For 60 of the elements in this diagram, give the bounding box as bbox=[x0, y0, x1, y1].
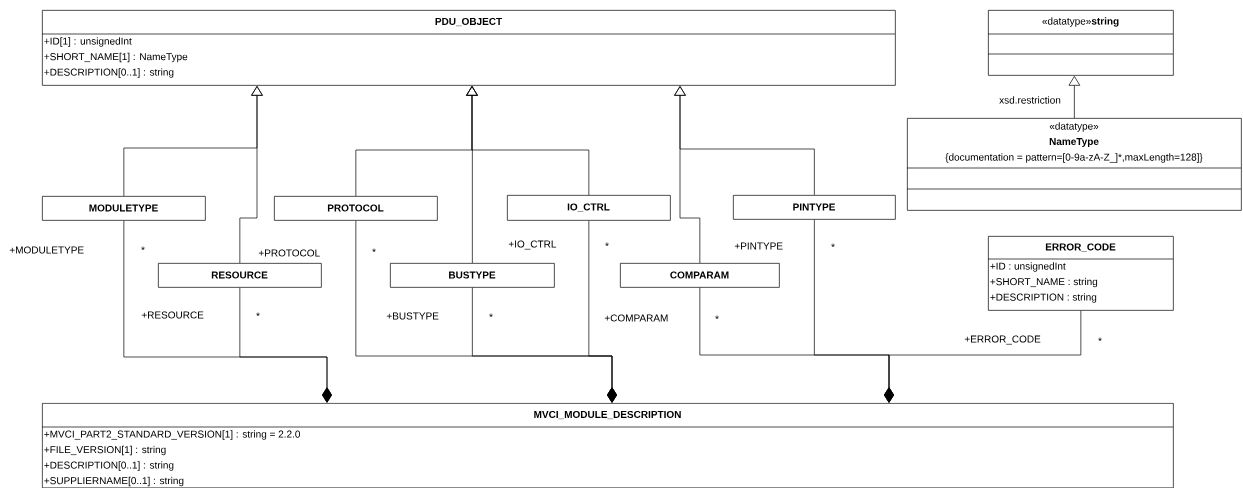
generalization-arrow bbox=[674, 86, 815, 196]
attribute-text: +SHORT_NAME[1] : NameType bbox=[44, 52, 188, 63]
multiplicity: * bbox=[831, 243, 835, 248]
class-name: COMPARAM bbox=[670, 271, 729, 279]
class-name: NameType bbox=[1049, 138, 1099, 147]
role-name: +BUSTYPE bbox=[385, 311, 440, 321]
role-name: +PROTOCOL bbox=[257, 248, 322, 258]
multiplicity: * bbox=[372, 248, 376, 253]
generalization-arrow bbox=[466, 86, 590, 196]
class-box bbox=[41, 403, 1174, 488]
attribute-text: +DESCRIPTION[0..1] : string bbox=[44, 461, 174, 471]
class-name: PDU_OBJECT bbox=[435, 17, 502, 27]
class-box bbox=[987, 236, 1174, 311]
attribute-text: +MVCI_PART2_STANDARD_VERSION[1] : string = 2.2.0 bbox=[44, 430, 301, 440]
class-box bbox=[620, 263, 780, 288]
attribute-text: +ID : unsignedInt bbox=[990, 262, 1066, 272]
class-name: «datatype»string bbox=[1042, 17, 1119, 27]
multiplicity: * bbox=[1098, 337, 1102, 342]
role-name: +IO_CTRL bbox=[507, 239, 558, 251]
attribute-text: +DESCRIPTION[0..1] : string bbox=[44, 68, 174, 78]
generalization-arrow bbox=[239, 86, 263, 264]
class-name: RESOURCE bbox=[211, 271, 268, 279]
class-name: ERROR_CODE bbox=[1045, 243, 1116, 252]
class-box bbox=[274, 196, 438, 221]
edge-label: xsd.restriction bbox=[998, 95, 1062, 105]
class-name: MVCI_MODULE_DESCRIPTION bbox=[534, 410, 681, 420]
class-name: PROTOCOL bbox=[327, 204, 384, 212]
role-name: +RESOURCE bbox=[140, 310, 205, 320]
attribute-text: +DESCRIPTION : string bbox=[990, 293, 1097, 303]
multiplicity: * bbox=[715, 315, 719, 320]
class-box bbox=[158, 263, 322, 288]
multiplicity: * bbox=[605, 242, 609, 247]
multiplicity: * bbox=[489, 313, 493, 318]
class-box bbox=[733, 195, 896, 220]
class-name: BUSTYPE bbox=[449, 271, 496, 279]
multiplicity: * bbox=[256, 312, 260, 317]
composition-line bbox=[239, 287, 332, 403]
attribute-text: +SUPPLIERNAME[0..1] : string bbox=[44, 476, 184, 487]
class-box bbox=[987, 10, 1174, 76]
class-name: IO_CTRL bbox=[567, 203, 610, 212]
multiplicity: * bbox=[141, 246, 145, 251]
class-box bbox=[42, 196, 206, 221]
generalization-arrow bbox=[1068, 76, 1081, 119]
constraint-text: {documentation = pattern=[0-9a-zA-Z_]*,maxLength=128]} bbox=[945, 153, 1203, 163]
role-name: +PINTYPE bbox=[733, 241, 784, 251]
class-box bbox=[906, 118, 1242, 211]
stereotype-text: «datatype» bbox=[1049, 122, 1099, 132]
composition-line bbox=[588, 220, 617, 403]
attribute-text: +ID[1] : unsignedInt bbox=[44, 37, 132, 47]
class-name: PINTYPE bbox=[793, 203, 835, 211]
attribute-text: +SHORT_NAME : string bbox=[990, 277, 1098, 288]
class-box bbox=[390, 263, 555, 288]
class-name: MODULETYPE bbox=[89, 204, 158, 212]
class-box bbox=[507, 195, 671, 221]
class-box bbox=[41, 10, 896, 86]
role-name: +MODULETYPE bbox=[8, 245, 86, 255]
composition-line bbox=[884, 310, 1082, 403]
role-name: +ERROR_CODE bbox=[963, 334, 1042, 346]
attribute-text: +FILE_VERSION[1] : string bbox=[44, 445, 166, 456]
role-name: +COMPARAM bbox=[603, 313, 670, 323]
